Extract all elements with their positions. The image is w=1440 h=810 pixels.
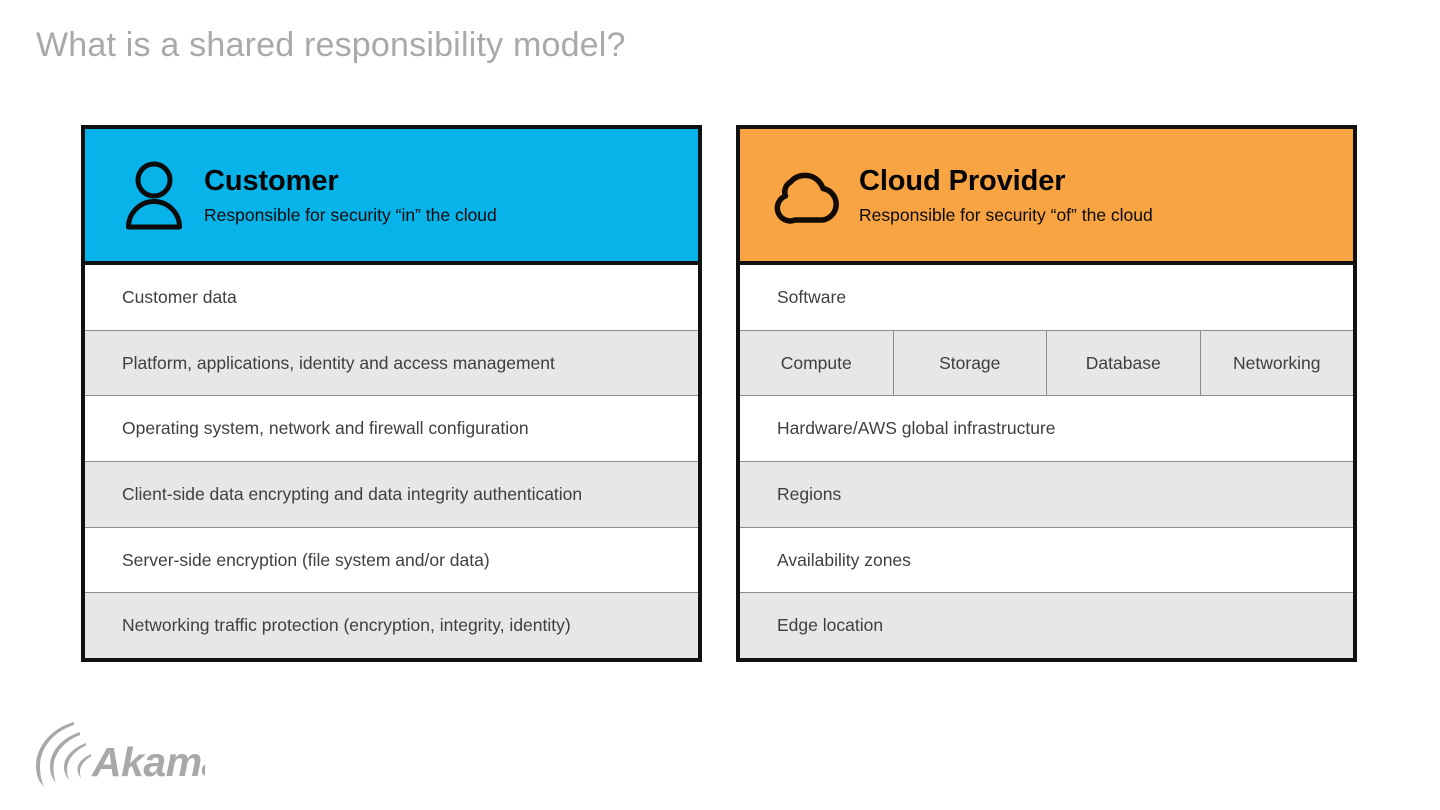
split-cell-compute: Compute <box>740 330 894 396</box>
akamai-wordmark: Akamai <box>91 739 205 785</box>
cloud-icon <box>773 156 845 234</box>
row-label: Software <box>777 286 847 307</box>
table-row: Regions <box>740 462 1353 528</box>
table-row: Client-side data encrypting and data int… <box>85 462 698 528</box>
table-row: Customer data <box>85 265 698 331</box>
split-cell-database: Database <box>1047 330 1201 396</box>
person-icon <box>118 156 190 234</box>
split-cell-networking: Networking <box>1232 352 1321 373</box>
row-label: Platform, applications, identity and acc… <box>122 352 555 373</box>
row-label: Customer data <box>122 286 237 307</box>
table-row: Software <box>740 265 1353 331</box>
row-label: Availability zones <box>777 549 911 570</box>
panel-customer: Customer Responsible for security “in” t… <box>81 125 702 662</box>
row-label: Hardware/AWS global infrastructure <box>777 418 1056 439</box>
panel-cloud-provider-rows: Software Compute Storage Database Networ… <box>740 265 1353 659</box>
page-title: What is a shared responsibility model? <box>36 26 626 64</box>
row-label: Networking traffic protection (encryptio… <box>122 615 571 636</box>
row-label: Server-side encryption (file system and/… <box>122 549 490 570</box>
table-row: Hardware/AWS global infrastructure <box>740 396 1353 463</box>
row-label: Client-side data encrypting and data int… <box>122 483 583 504</box>
panel-cloud-provider-header: Cloud Provider Responsible for security … <box>740 129 1353 265</box>
table-row: Edge location <box>740 593 1353 659</box>
split-cell-storage: Storage <box>894 330 1047 396</box>
panel-customer-header: Customer Responsible for security “in” t… <box>85 129 698 265</box>
table-row-split: Compute Storage Database Networking <box>740 330 1353 397</box>
panel-customer-subtitle: Responsible for security “in” the cloud <box>204 204 497 225</box>
table-row: Server-side encryption (file system and/… <box>85 527 698 594</box>
row-label: Edge location <box>777 615 884 636</box>
akamai-logo: Akamai <box>30 718 237 790</box>
row-label: Operating system, network and firewall c… <box>122 418 529 439</box>
panel-customer-header-text: Customer Responsible for security “in” t… <box>204 165 497 225</box>
table-row: Availability zones <box>740 527 1353 594</box>
row-label: Regions <box>777 483 842 504</box>
split-cells: Compute Storage Database Networking <box>740 330 1353 396</box>
panel-cloud-provider-header-text: Cloud Provider Responsible for security … <box>859 165 1153 225</box>
table-row: Networking traffic protection (encryptio… <box>85 593 698 659</box>
panel-cloud-provider-subtitle: Responsible for security “of” the cloud <box>859 204 1153 225</box>
panel-cloud-provider-title: Cloud Provider <box>859 165 1066 198</box>
table-row: Operating system, network and firewall c… <box>85 396 698 463</box>
panel-cloud-provider: Cloud Provider Responsible for security … <box>736 125 1357 662</box>
panel-customer-title: Customer <box>204 165 339 198</box>
table-row: Platform, applications, identity and acc… <box>85 330 698 397</box>
panel-customer-rows: Customer data Platform, applications, id… <box>85 265 698 659</box>
